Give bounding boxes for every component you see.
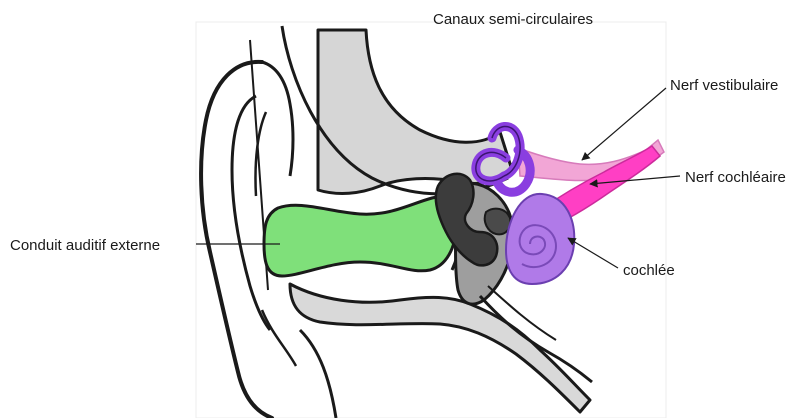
label-conduit-auditif-externe: Conduit auditif externe — [10, 237, 160, 254]
external-ear-canal — [264, 197, 456, 276]
label-cochlee: cochlée — [623, 262, 675, 279]
lower-tissue — [290, 284, 590, 412]
leader-cochlee — [568, 238, 618, 268]
label-canaux-semi-circulaires: Canaux semi-circulaires — [433, 11, 593, 28]
cochlea — [506, 194, 574, 284]
semicircular-canals — [476, 126, 530, 192]
label-nerf-cochleaire: Nerf cochléaire — [685, 169, 786, 186]
pinna-rim — [262, 62, 293, 176]
pinna-inner-fold — [232, 96, 270, 330]
temporal-bone-tissue — [318, 30, 512, 193]
jaw-line — [300, 330, 336, 418]
stapes — [485, 209, 511, 235]
label-nerf-vestibulaire: Nerf vestibulaire — [670, 77, 778, 94]
earlobe-fold — [262, 310, 296, 366]
pinna-outer — [201, 62, 272, 418]
